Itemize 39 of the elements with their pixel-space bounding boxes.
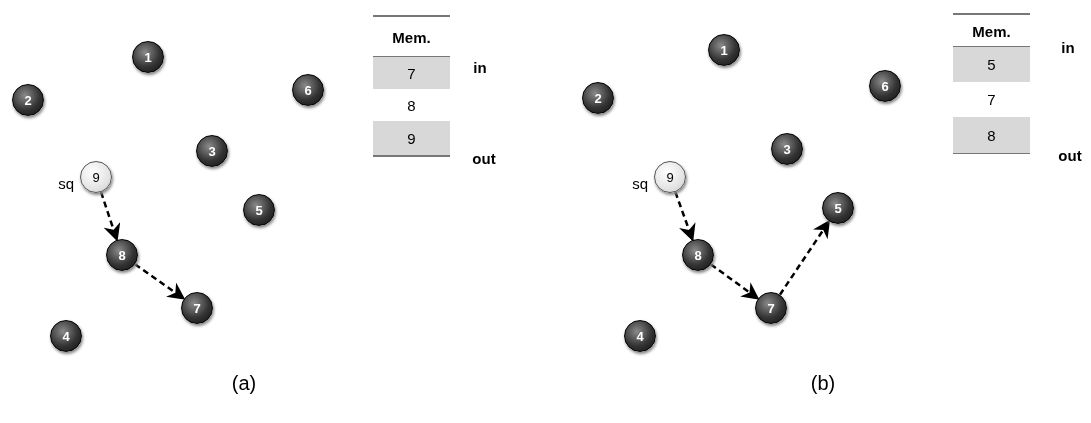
node-circle: 7 (755, 292, 787, 324)
panel-caption: (a) (230, 371, 258, 395)
stack-label: out (471, 148, 497, 169)
start-node-circle: 9 (80, 161, 112, 193)
node-circle: 1 (708, 34, 740, 66)
column-header: Mem. (391, 27, 432, 48)
node-circle: 8 (106, 239, 138, 271)
dashed-arrow (710, 263, 760, 300)
node-circle: 7 (181, 292, 213, 324)
memory-entry: 7 (373, 57, 450, 89)
node-circle: 3 (196, 135, 228, 167)
memory-entry: 8 (953, 117, 1030, 153)
node-circle: 5 (243, 194, 275, 226)
node-annotation: sq (632, 175, 648, 192)
stack-label: in (1060, 37, 1076, 58)
node-circle: 6 (292, 74, 324, 106)
node-circle: 4 (50, 320, 82, 352)
column-header: Mem. (971, 21, 1012, 42)
dashed-arrow (99, 191, 121, 242)
dashed-arrow (674, 191, 696, 242)
memory-entry: 5 (953, 47, 1030, 82)
dashed-arrow (134, 263, 186, 300)
start-node-circle: 9 (654, 161, 686, 193)
node-circle: 2 (582, 82, 614, 114)
memory-entry: 7 (986, 90, 997, 110)
node-circle: 8 (682, 239, 714, 271)
panel-caption: (b) (809, 371, 837, 395)
node-circle: 6 (869, 70, 901, 102)
node-circle: 4 (624, 320, 656, 352)
stack-label: in (472, 57, 488, 78)
node-circle: 5 (822, 192, 854, 224)
node-circle: 1 (132, 41, 164, 73)
dashed-arrow (778, 219, 831, 296)
node-circle: 3 (771, 133, 803, 165)
memory-entry: 9 (373, 121, 450, 155)
node-annotation: sq (58, 175, 74, 192)
node-circle: 2 (12, 84, 44, 116)
memory-entry: 8 (406, 95, 417, 116)
stack-label: out (1057, 145, 1083, 166)
